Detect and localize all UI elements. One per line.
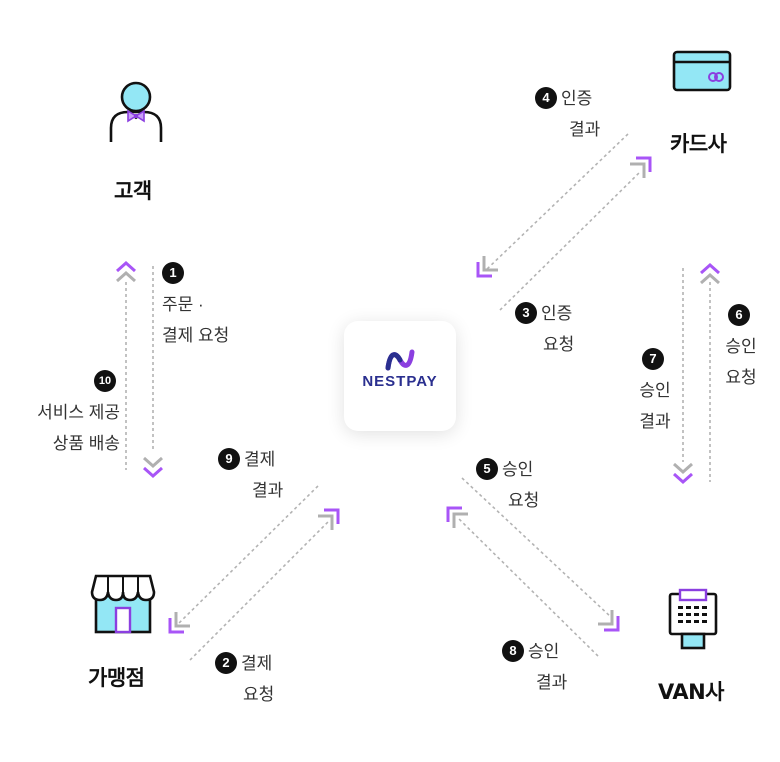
arrow-corner-icon — [318, 508, 340, 530]
connector-center-to-merchant — [175, 485, 319, 627]
step-badge: 3 — [515, 301, 537, 324]
nestpay-logo: NESTPAY — [344, 321, 456, 431]
step-1-label: 1 주문 · 결제 요청 — [162, 258, 229, 351]
step-badge: 8 — [502, 639, 524, 662]
connector-card-to-center — [485, 133, 629, 271]
card-terminal-icon — [668, 588, 718, 650]
step-badge: 7 — [642, 347, 664, 370]
step-badge: 2 — [215, 651, 237, 674]
chevron-up-icon — [116, 260, 136, 283]
entity-van: VAN사 — [658, 680, 724, 704]
chevron-up-icon — [700, 262, 720, 285]
step-7-label: 7 승인 결과 — [630, 344, 680, 437]
connector-center-to-van — [461, 477, 613, 619]
step-badge: 1 — [162, 261, 184, 284]
arrow-corner-icon — [168, 612, 190, 634]
arrow-corner-icon — [476, 256, 498, 278]
entity-merchant: 가맹점 — [88, 666, 145, 690]
entity-card-company: 카드사 — [670, 132, 727, 156]
credit-card-icon — [672, 50, 732, 92]
chevron-down-icon — [673, 462, 693, 485]
step-badge: 10 — [94, 369, 116, 392]
chevron-down-icon — [143, 456, 163, 479]
connector-center-to-card — [499, 171, 641, 311]
step-badge: 6 — [728, 303, 750, 326]
store-icon — [90, 574, 156, 634]
step-10-label: 10 서비스 제공 상품 배송 — [10, 366, 120, 459]
step-6-label: 6 승인 요청 — [716, 300, 766, 393]
step-badge: 4 — [535, 86, 557, 109]
step-badge: 5 — [476, 457, 498, 480]
arrow-corner-icon — [630, 156, 652, 178]
arrow-corner-icon — [446, 506, 468, 528]
entity-customer: 고객 — [114, 179, 152, 203]
step-badge: 9 — [218, 447, 240, 470]
connector-van-to-center — [457, 517, 599, 657]
nestpay-mark-icon — [385, 349, 415, 371]
person-icon — [109, 81, 163, 142]
nestpay-wordmark: NESTPAY — [362, 373, 438, 390]
arrow-corner-icon — [598, 610, 620, 632]
connector-merchant-to-center — [189, 519, 331, 661]
